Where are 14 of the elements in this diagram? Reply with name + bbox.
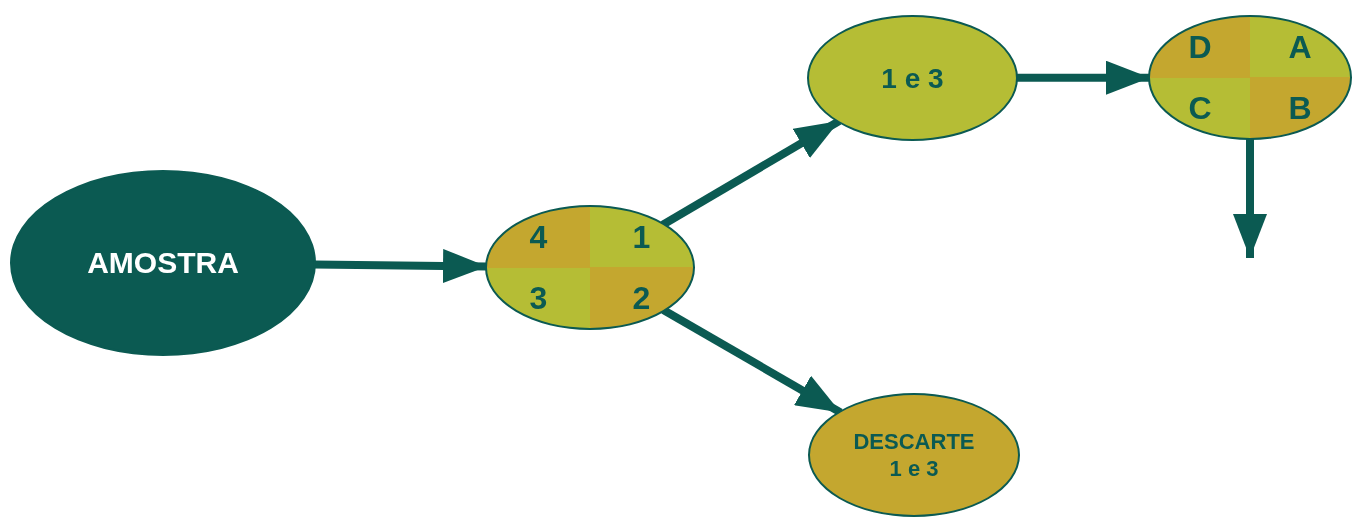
node-text: DESCARTE bbox=[853, 427, 975, 455]
node-text: 1 e 3 bbox=[889, 455, 939, 483]
quadrant-label: B bbox=[1288, 91, 1312, 124]
node-text: 1 e 3 bbox=[881, 61, 944, 96]
quadrant-label: 4 bbox=[529, 221, 548, 254]
quadrant-label: 3 bbox=[529, 281, 548, 314]
arrow bbox=[1016, 60, 1150, 95]
quadrant-label: A bbox=[1288, 31, 1312, 64]
arrow bbox=[661, 306, 843, 416]
quadrant-label: 2 bbox=[632, 281, 651, 314]
quadrant-label: D bbox=[1188, 31, 1212, 64]
node-text: AMOSTRA bbox=[87, 245, 239, 282]
quadrant-label: 1 bbox=[632, 221, 651, 254]
quadrant-label: C bbox=[1188, 91, 1212, 124]
